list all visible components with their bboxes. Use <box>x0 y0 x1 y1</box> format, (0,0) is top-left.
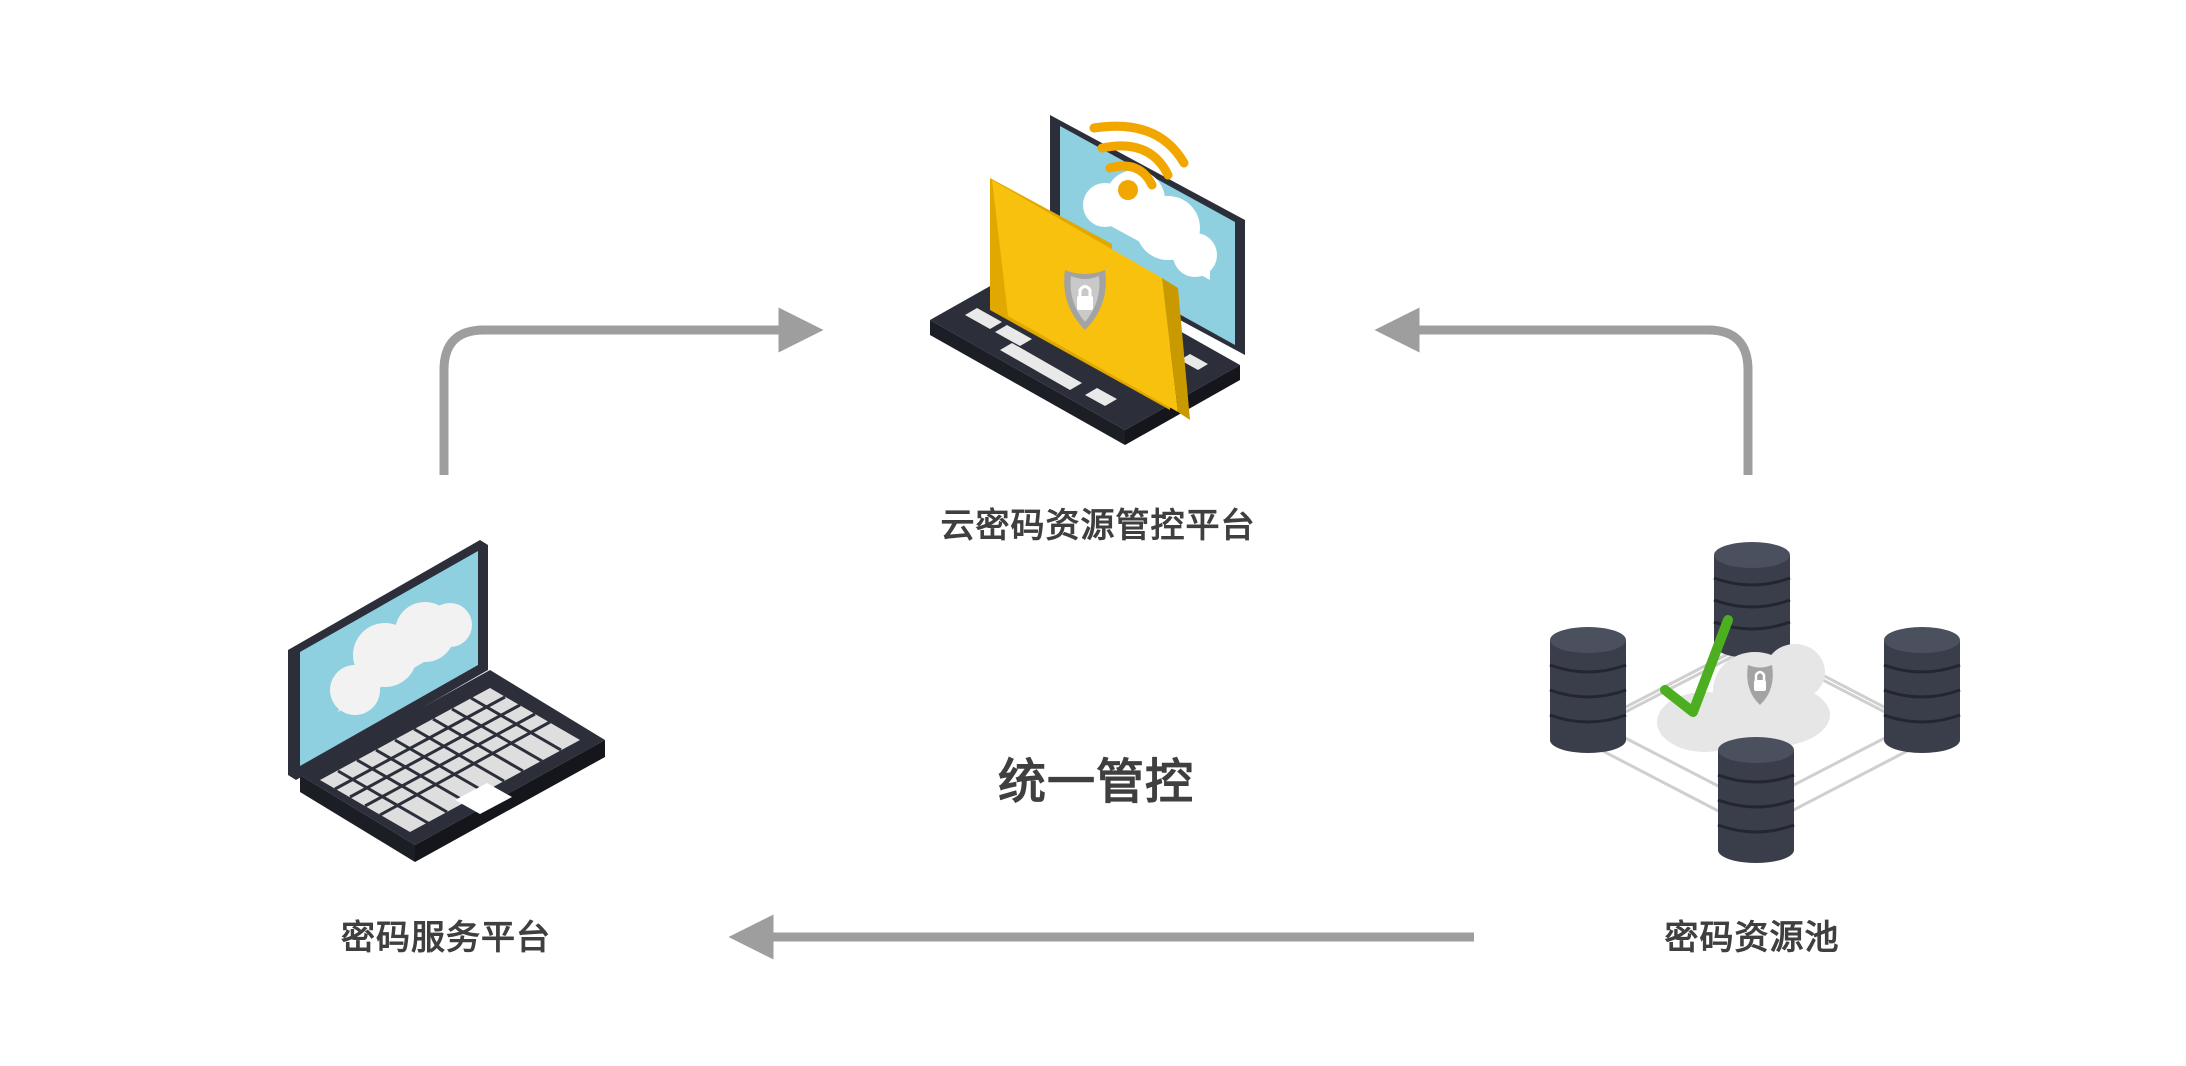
node-label-resource-pool: 密码资源池 <box>1664 918 1840 958</box>
laptop-cloud-icon <box>288 540 605 862</box>
cloud-shield-icon <box>1657 644 1830 752</box>
center-label: 统一管控 <box>997 754 1195 810</box>
node-label-service-platform: 密码服务平台 <box>341 918 551 958</box>
database-left <box>1549 627 1627 753</box>
database-bottom <box>1717 737 1795 863</box>
database-right <box>1883 627 1961 753</box>
edge-service-to-cloud <box>439 307 824 475</box>
check-icon <box>1660 615 1733 717</box>
laptop-folder-shield-icon <box>930 115 1245 445</box>
database-cluster-cloud-icon <box>1549 542 1961 863</box>
node-label-cloud-platform: 云密码资源管控平台 <box>940 506 1256 546</box>
edge-pool-to-cloud <box>1374 307 1753 475</box>
